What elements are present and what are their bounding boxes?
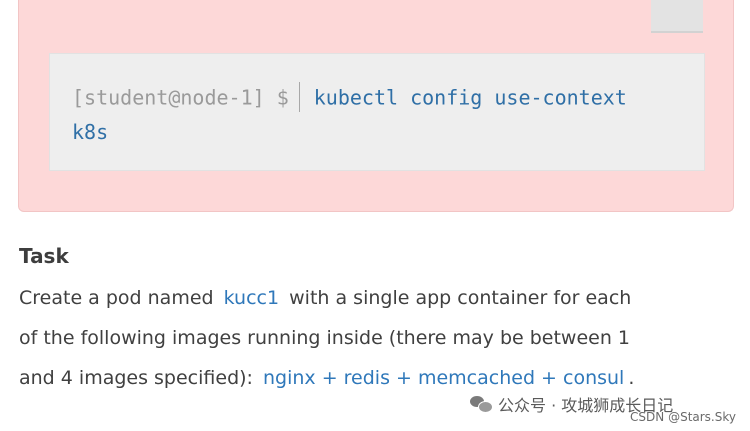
shell-prompt: [student@node-1] $ — [72, 85, 289, 110]
task-line-2: of the following images running inside (… — [19, 327, 631, 349]
wechat-watermark: 公众号 · 攻城狮成长日记 — [470, 392, 673, 416]
task-heading: Task — [19, 244, 69, 268]
command-box: [student@node-1] $ kubectl config use-con… — [49, 53, 705, 171]
pod-name-code: kucc1 — [223, 287, 280, 309]
task-line-3-start: and 4 images specified): — [19, 367, 253, 389]
task-line-1: Create a pod named kucc1 with a single a… — [19, 286, 631, 310]
task-line-3-period: . — [628, 367, 635, 389]
panel-tab[interactable] — [651, 0, 703, 33]
wechat-watermark-text: 公众号 · 攻城狮成长日记 — [498, 396, 674, 415]
command-line-2[interactable]: k8s — [72, 120, 109, 144]
prompt-separator — [298, 82, 300, 112]
task-line-3: and 4 images specified): nginx + redis +… — [19, 366, 634, 390]
task-line-1-start: Create a pod named — [19, 287, 214, 309]
csdn-watermark: CSDN @Stars.Sky — [630, 410, 736, 424]
wechat-icon — [470, 395, 493, 413]
command-line-1: [student@node-1] $ kubectl config use-con… — [72, 82, 627, 114]
task-line-1-end: with a single app container for each — [289, 287, 632, 309]
command-text[interactable]: kubectl config use-context — [313, 85, 627, 110]
context-panel: [student@node-1] $ kubectl config use-con… — [18, 0, 734, 212]
images-list-code: nginx + redis + memcached + consul — [262, 367, 625, 389]
